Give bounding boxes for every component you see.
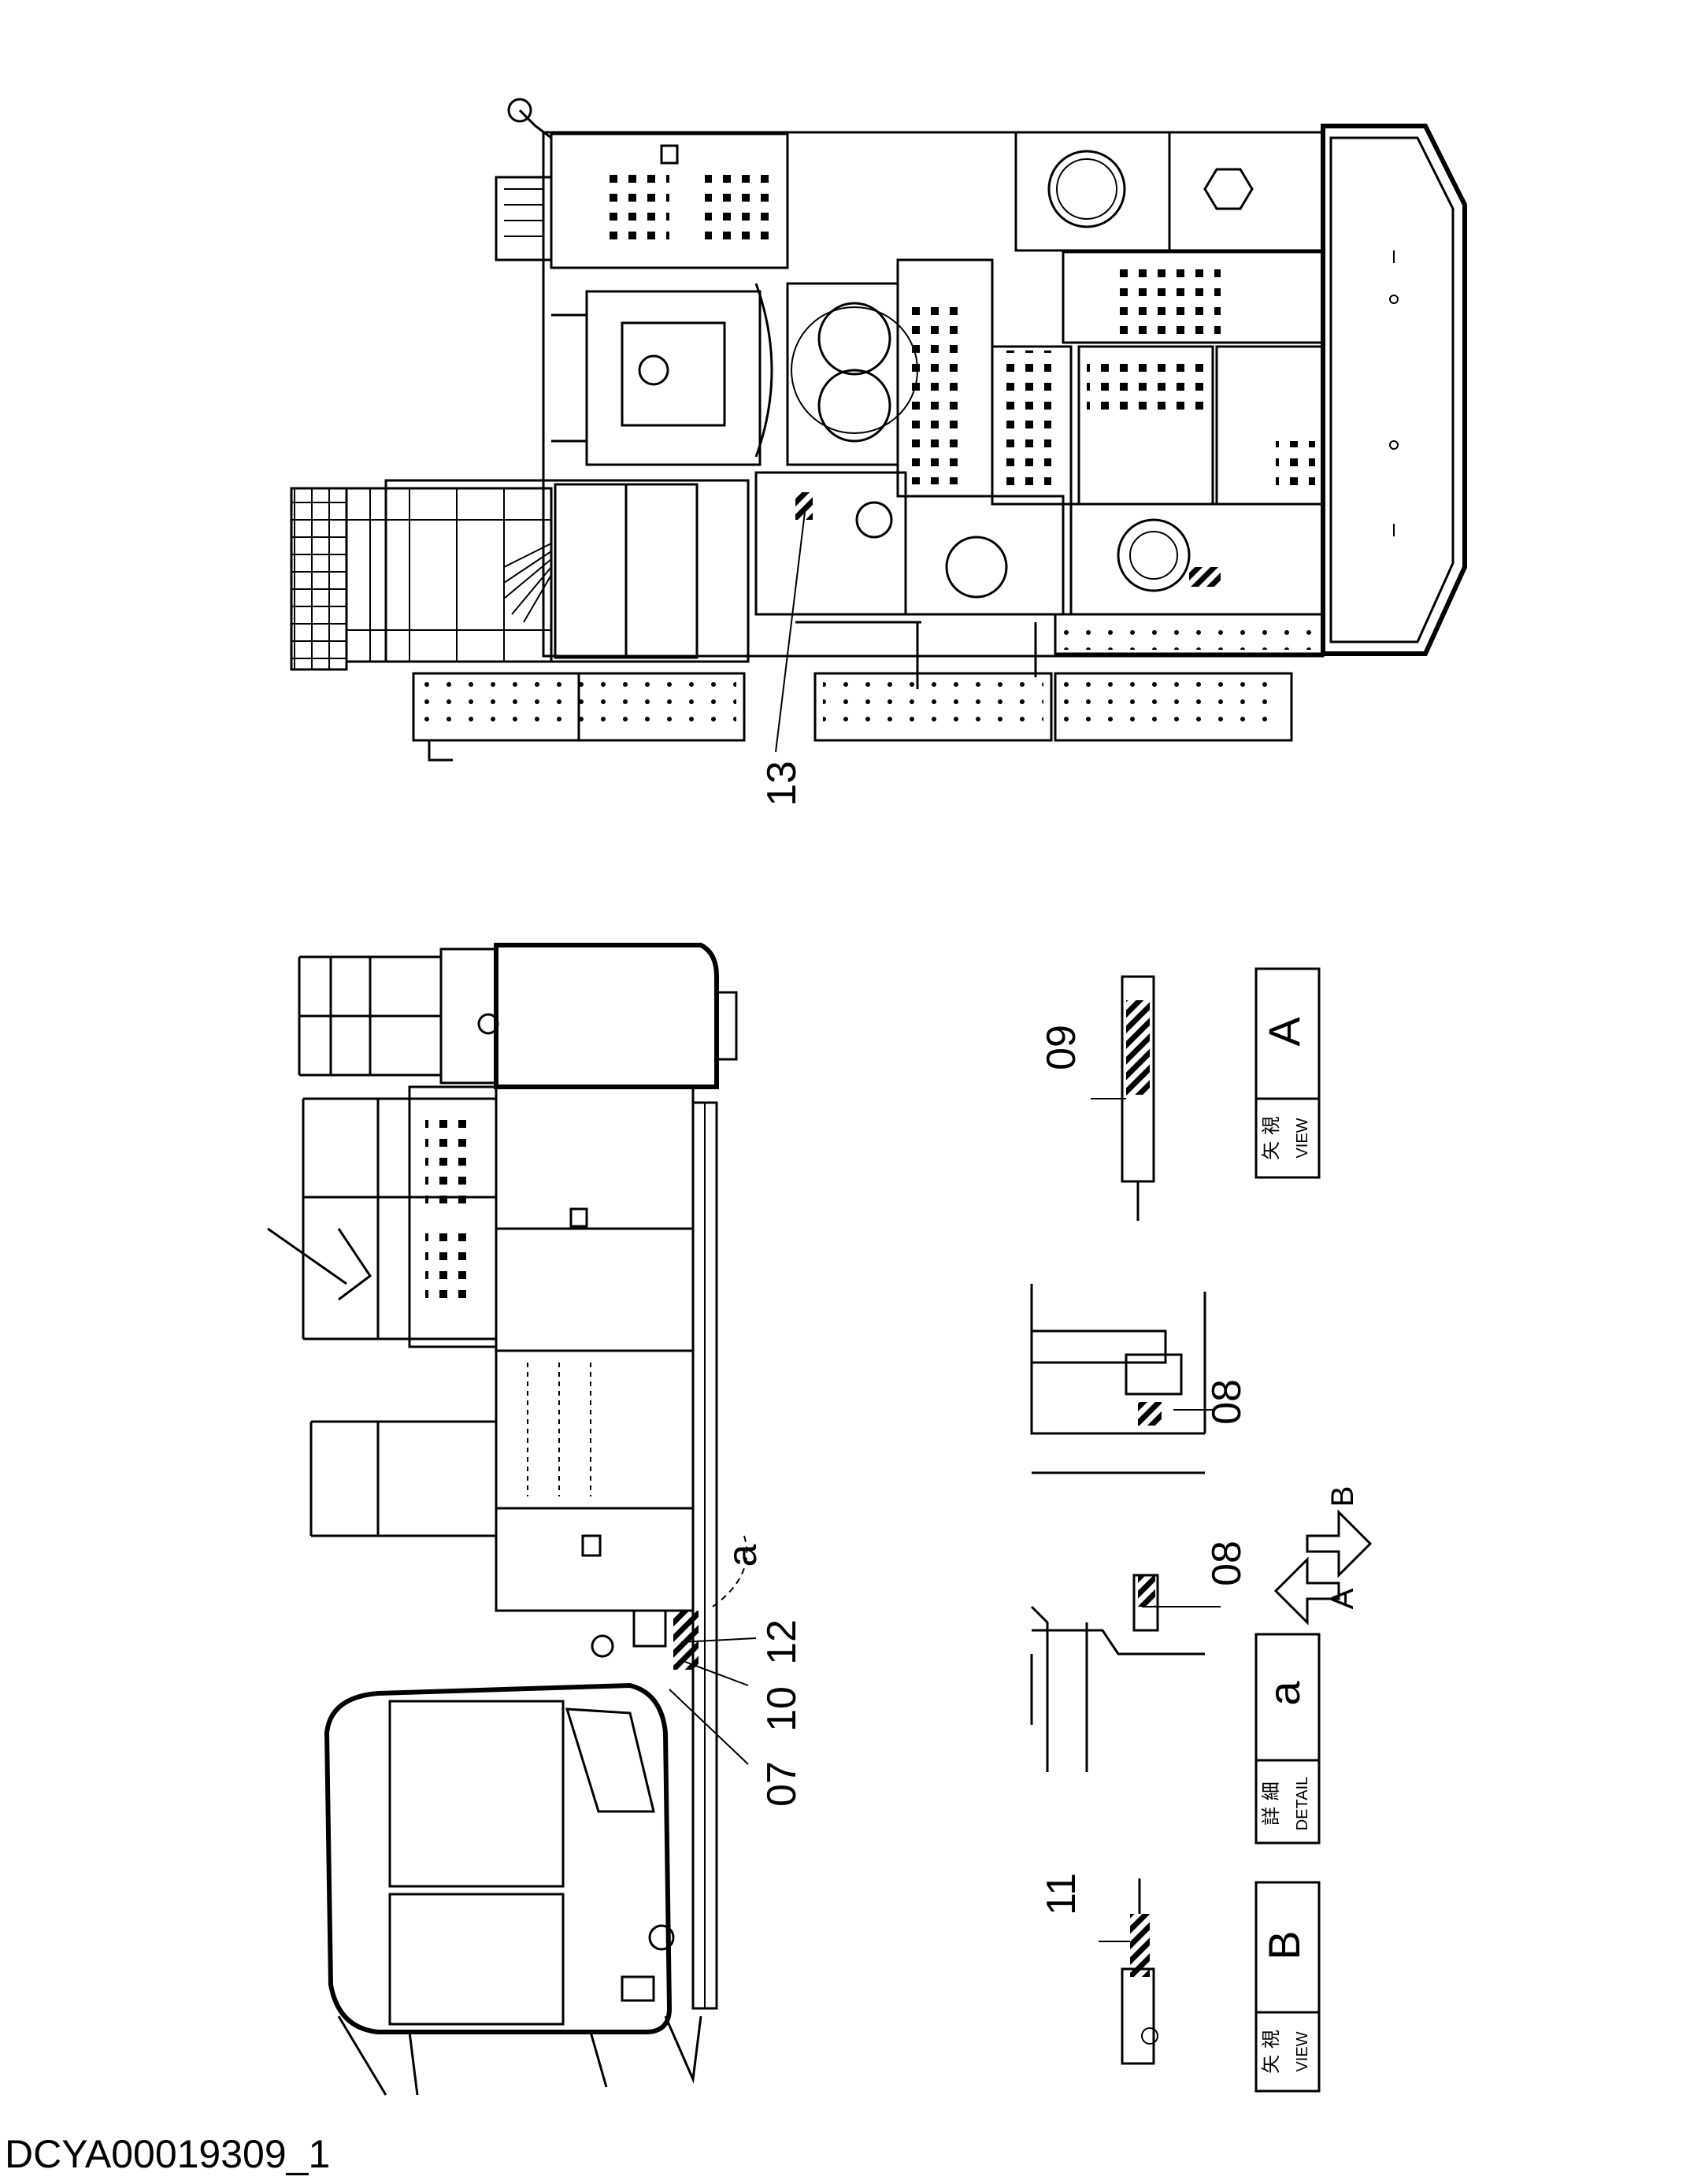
decal-08-right (1138, 1402, 1162, 1426)
wiper-fan (503, 543, 552, 623)
cw-hole-1 (1389, 295, 1399, 304)
perf-panel-1 (1118, 260, 1221, 335)
view-b-group: 11 矢 視 VIEW B (1039, 1873, 1321, 2093)
tool-box-door (495, 1507, 695, 1612)
view-b-letter: B (1259, 1930, 1309, 1960)
decal-13 (795, 492, 813, 520)
front-guard (290, 487, 348, 671)
engine-door (495, 1085, 695, 1352)
arrow-a (1273, 1556, 1340, 1626)
view-b-kanji: 矢 視 (1260, 2030, 1282, 2074)
view-a-kanji: 矢 視 (1260, 1116, 1282, 1160)
cab-window-upper (388, 1700, 565, 1888)
callout-12: 12 (759, 1619, 805, 1665)
hood-round-cover (1047, 150, 1126, 228)
top-view: 13 (290, 98, 1467, 806)
leader-07 (669, 1689, 749, 1765)
perf-panel-7 (705, 169, 776, 244)
drawing-code: DCYA00019309_1 (5, 2132, 331, 2176)
tail-counterweight (494, 943, 719, 1089)
detail-a-box (1254, 1633, 1321, 1845)
side-perf-1 (425, 1118, 472, 1213)
leader-10 (684, 1661, 749, 1686)
cab-window-lower (388, 1893, 565, 2026)
hood-hex-cover (1203, 168, 1254, 210)
deck-strip (1054, 613, 1325, 655)
cab-door-window (565, 1708, 655, 1813)
arrow-b (1306, 1509, 1373, 1578)
view-a-group: 09 矢 視 VIEW A (1039, 967, 1321, 1221)
decal-08-left (1138, 1575, 1155, 1607)
steps-block (495, 176, 553, 261)
decal-12 (632, 1609, 667, 1648)
decal-11 (1130, 1914, 1150, 1977)
callout-10: 10 (759, 1686, 805, 1732)
counterweight-outline (1321, 124, 1467, 656)
cab-top (384, 479, 750, 663)
arrow-b-label: B (1325, 1486, 1360, 1507)
view-b-en: VIEW (1294, 2031, 1311, 2071)
leader-13 (775, 511, 806, 753)
callout-a: a (720, 1544, 765, 1567)
cab-side (324, 1682, 673, 2034)
air-cleaner (1117, 518, 1191, 592)
pump-door (495, 1349, 695, 1510)
perf-panel-3 (1276, 441, 1315, 488)
rear-handrail (298, 955, 441, 1077)
detail-a-kanji: 詳 細 (1260, 1782, 1282, 1826)
view-a-box (1254, 967, 1321, 1179)
catwalk-mid (813, 672, 1053, 742)
callout-08b: 08 (1204, 1379, 1250, 1425)
perf-panel-2 (1087, 354, 1205, 417)
callout-11: 11 (1039, 1873, 1084, 1915)
callout-08a: 08 (1204, 1541, 1250, 1586)
counterweight-inner (1329, 136, 1455, 643)
side-handrail (302, 1097, 496, 1340)
mirror-icon (507, 98, 532, 123)
decal-09 (1126, 1000, 1150, 1095)
leader-12 (680, 1637, 757, 1643)
catwalk-right (1054, 672, 1293, 742)
boom-foot (585, 290, 762, 466)
perf-panel-6 (598, 169, 669, 244)
arrow-a-label: A (1325, 1588, 1360, 1609)
view-b-box (1254, 1881, 1321, 2093)
perf-panel-4 (996, 350, 1051, 496)
cw-hole-2 (1389, 440, 1399, 450)
rad-cover (1062, 250, 1325, 344)
detail-a-letter: a (1259, 1681, 1309, 1706)
callout-07: 07 (759, 1761, 805, 1807)
perf-panel-5 (906, 303, 969, 484)
callout-09: 09 (1039, 1025, 1084, 1070)
mirror-arm (518, 109, 552, 139)
tank-cap (945, 536, 1008, 599)
callout-13: 13 (759, 761, 805, 806)
detail-a-en: DETAIL (1294, 1777, 1311, 1831)
detail-a-group: 08 08 B A 詳 細 DETAIL a (1030, 1284, 1373, 1845)
step-rail (309, 1420, 496, 1537)
detail-circle-a (712, 1535, 748, 1607)
decal-10 (673, 1611, 699, 1670)
side-perf-2 (425, 1229, 472, 1300)
view-a-en: VIEW (1294, 1118, 1311, 1158)
swing-frame (786, 282, 899, 466)
side-view: a 12 10 07 (267, 943, 805, 2096)
view-a-letter: A (1259, 1017, 1309, 1047)
engine-top (1069, 502, 1325, 616)
